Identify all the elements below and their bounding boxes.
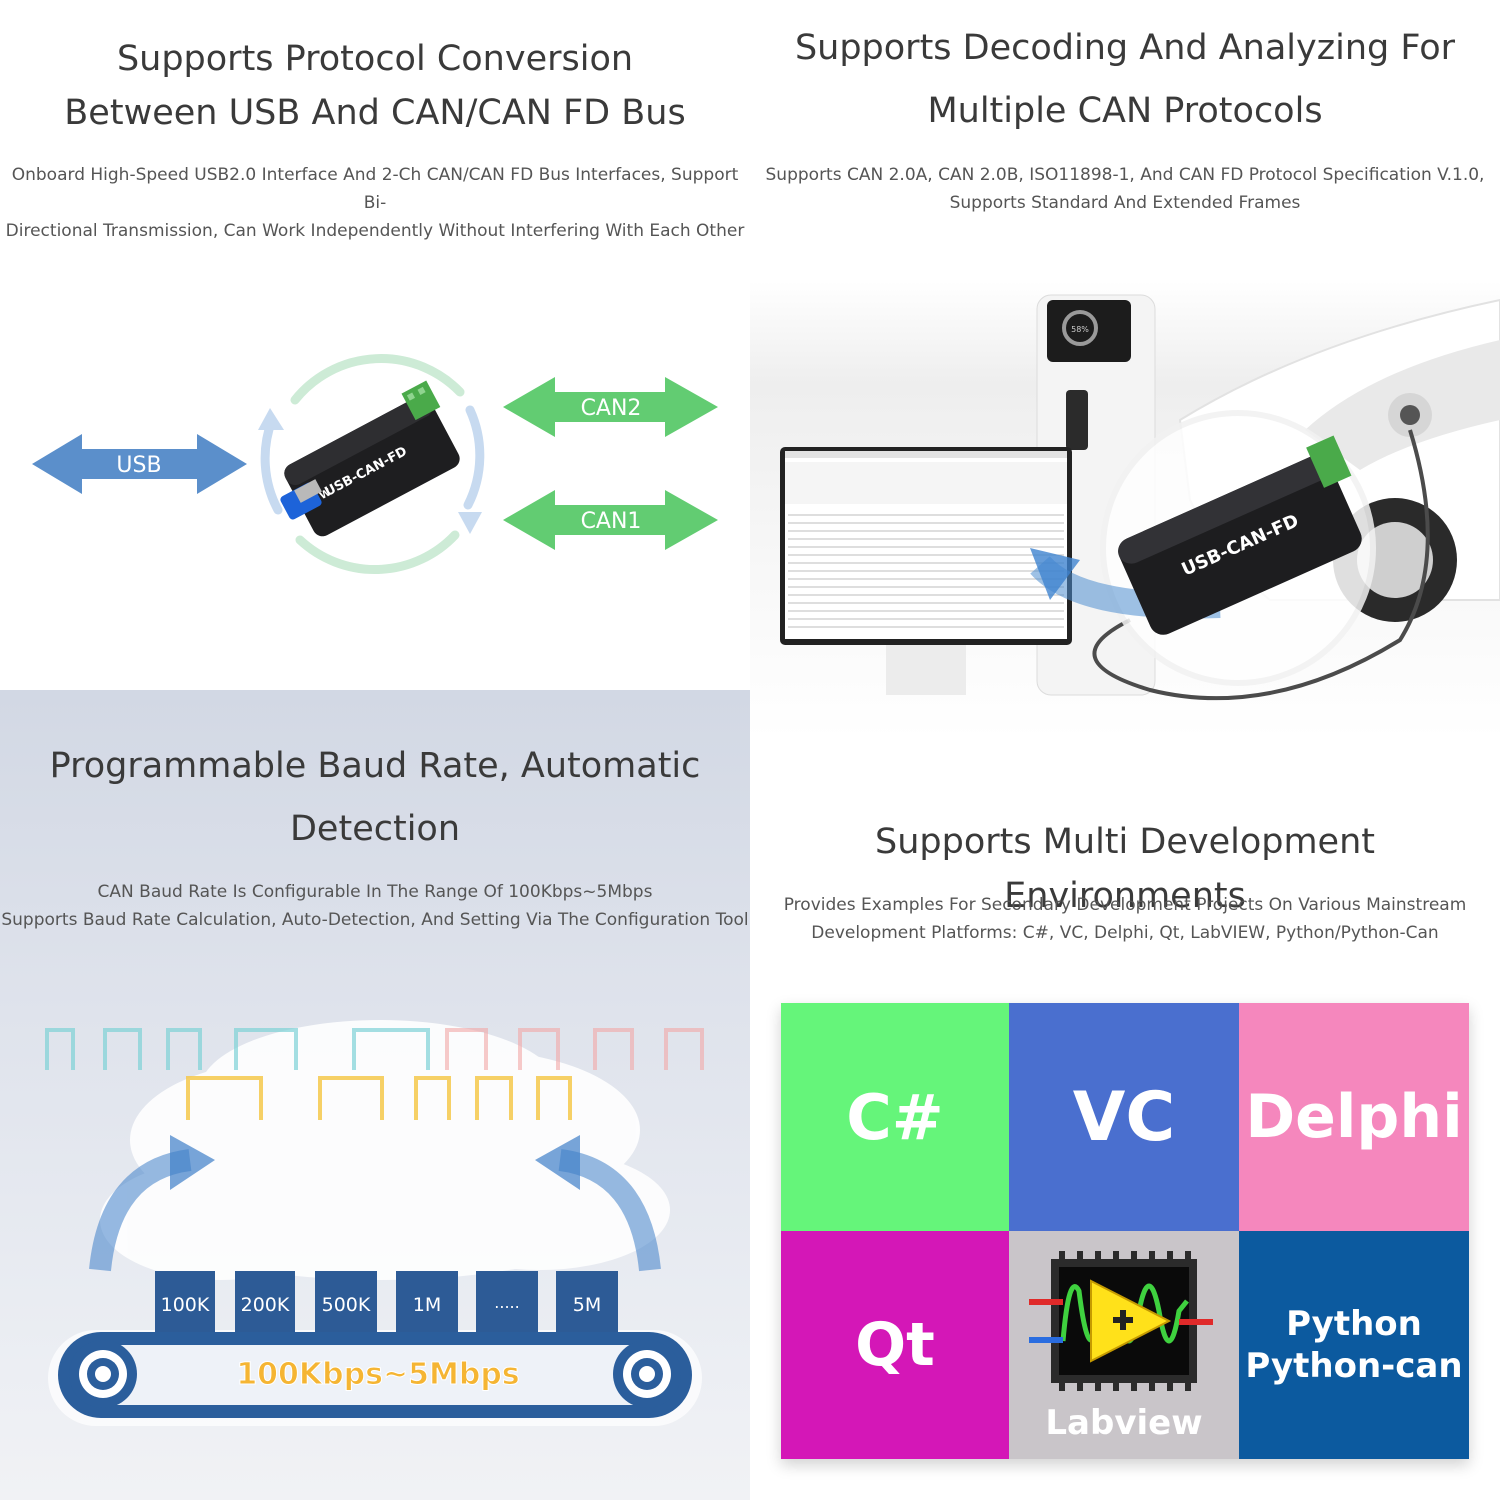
bidirectional-cycle-icon — [258, 354, 485, 574]
device-zoom-circle: USB-CAN-FD — [1030, 410, 1376, 686]
conveyor-belt: 100Kbps~5Mbps — [48, 1330, 702, 1426]
rising-arrow-left-icon — [89, 1135, 215, 1272]
platform-python-can-label: Python-can — [1245, 1346, 1463, 1386]
panel-dev-environments: Supports Multi Development Environments … — [750, 740, 1500, 1500]
square-wave-teal — [45, 1028, 430, 1070]
panel1-title-line1: Supports Protocol Conversion — [116, 39, 634, 79]
panel-protocol-decoding: Supports Decoding And Analyzing For Mult… — [750, 0, 1500, 740]
platform-delphi-label: Delphi — [1245, 1082, 1463, 1152]
square-wave-red — [445, 1028, 704, 1070]
waveshare-logo-icon: W — [318, 487, 333, 502]
panel-protocol-conversion: Supports Protocol Conversion Between USB… — [0, 0, 750, 690]
panel3-description: CAN Baud Rate Is Configurable In The Ran… — [0, 878, 750, 934]
usb-can-fd-device: USB-CAN-FD W — [284, 380, 460, 537]
can2-arrow-label: CAN2 — [581, 396, 642, 421]
monitor-icon — [780, 447, 1072, 695]
panel2-desc-line1: Supports CAN 2.0A, CAN 2.0B, ISO11898-1,… — [765, 165, 1485, 185]
panel3-desc-line1: CAN Baud Rate Is Configurable In The Ran… — [97, 882, 653, 902]
panel3-desc-line2: Supports Baud Rate Calculation, Auto-Det… — [1, 910, 749, 930]
usb-cable-icon — [280, 479, 322, 520]
panel1-title-line2: Between USB And CAN/CAN FD Bus — [64, 93, 686, 133]
usb-arrow: USB — [32, 434, 247, 494]
can1-arrow: CAN1 — [503, 490, 718, 550]
panel1-desc-line1: Onboard High-Speed USB2.0 Interface And … — [11, 165, 739, 213]
panel1-title: Supports Protocol Conversion Between USB… — [0, 32, 750, 140]
panel3-title-line2: Detection — [289, 809, 461, 849]
platform-python: Python Python-can — [1239, 1231, 1469, 1459]
panel4-title: Supports Multi Development Environments — [874, 822, 1375, 916]
panel4-desc-line2: Development Platforms: C#, VC, Delphi, Q… — [811, 923, 1439, 943]
gear-left-icon — [69, 1340, 137, 1408]
rate-500k: 500K — [322, 1294, 371, 1316]
panel2-title-line1: Supports Decoding And Analyzing For — [794, 28, 1456, 68]
baud-rate-diagram: 100Kbps~5Mbps 100K 200K 500K 1M ..... 5M — [45, 1020, 704, 1426]
panel2-desc-line2: Supports Standard And Extended Frames — [949, 193, 1301, 213]
usb-arrow-label: USB — [116, 453, 161, 478]
platform-grid: C# VC Delphi Qt — [781, 1003, 1469, 1459]
panel2-title-line2: Multiple CAN Protocols — [927, 91, 1323, 131]
can1-arrow-label: CAN1 — [581, 509, 642, 534]
panel2-description: Supports CAN 2.0A, CAN 2.0B, ISO11898-1,… — [750, 161, 1500, 217]
baud-range-label: 100Kbps~5Mbps — [236, 1357, 519, 1392]
rate-1m: 1M — [413, 1294, 441, 1316]
platform-labview: Labview — [1009, 1231, 1239, 1459]
square-wave-yellow — [186, 1076, 572, 1120]
decoding-scene: 58% — [780, 294, 1500, 701]
platform-csharp-label: C# — [846, 1080, 944, 1154]
charger-display: 58% — [1071, 325, 1089, 334]
panel2-title: Supports Decoding And Analyzing For Mult… — [750, 17, 1500, 143]
rate-boxes: 100K 200K 500K 1M ..... 5M — [155, 1271, 618, 1332]
labview-logo-icon — [1029, 1251, 1213, 1391]
panel4-description: Provides Examples For Secondary Developm… — [750, 891, 1500, 947]
gear-right-icon — [613, 1340, 681, 1408]
rate-100k: 100K — [161, 1294, 210, 1316]
panel-baud-rate: Programmable Baud Rate, Automatic Detect… — [0, 690, 750, 1500]
platform-csharp: C# — [781, 1003, 1009, 1231]
protocol-diagram: USB CAN2 CAN1 USB-CAN-FD — [32, 354, 718, 574]
panel1-description: Onboard High-Speed USB2.0 Interface And … — [0, 161, 750, 245]
platform-python-label: Python — [1286, 1304, 1422, 1344]
platform-vc: VC — [1009, 1003, 1239, 1231]
platform-qt: Qt — [781, 1231, 1009, 1459]
rate-200k: 200K — [241, 1294, 290, 1316]
rate-ellipsis: ..... — [494, 1293, 519, 1312]
panel1-desc-line2: Directional Transmission, Can Work Indep… — [5, 221, 745, 241]
panel4-desc-line1: Provides Examples For Secondary Developm… — [783, 895, 1467, 915]
rate-5m: 5M — [573, 1294, 601, 1316]
platform-labview-label: Labview — [1045, 1403, 1203, 1443]
rising-arrow-right-icon — [535, 1135, 661, 1272]
panel3-title-line1: Programmable Baud Rate, Automatic — [49, 746, 701, 786]
can2-arrow: CAN2 — [503, 377, 718, 437]
platform-qt-label: Qt — [855, 1310, 935, 1380]
platform-vc-label: VC — [1072, 1077, 1176, 1157]
panel3-title: Programmable Baud Rate, Automatic Detect… — [0, 735, 750, 861]
platform-delphi: Delphi — [1239, 1003, 1469, 1231]
